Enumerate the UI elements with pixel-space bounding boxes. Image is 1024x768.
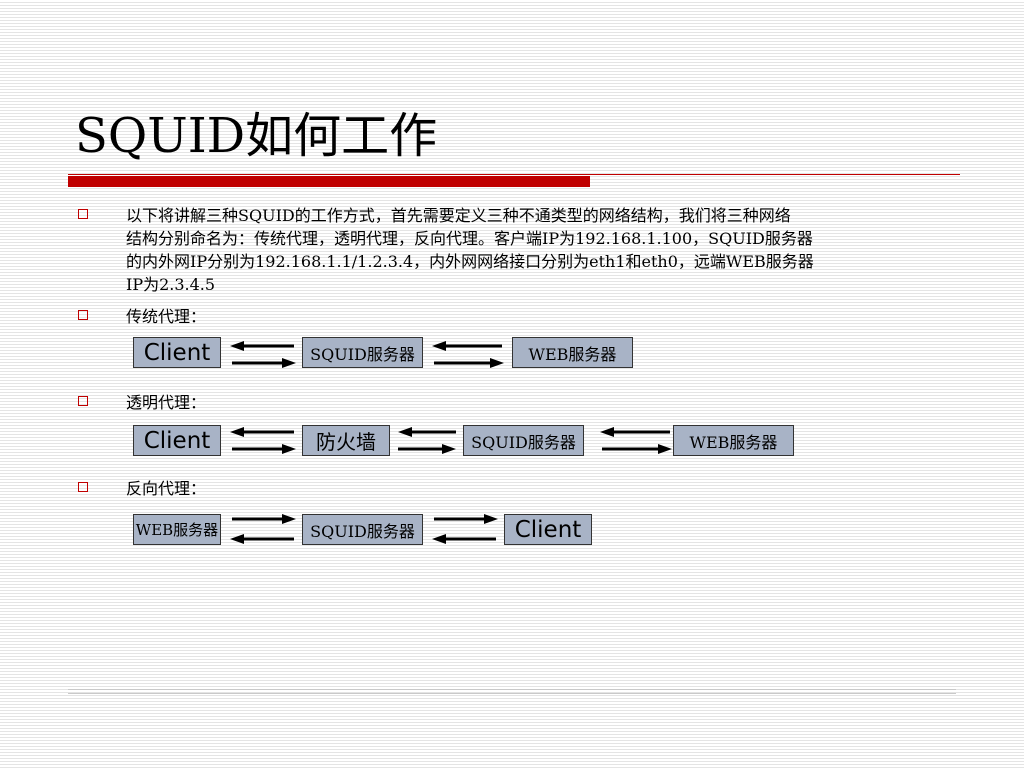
node-web-server: WEB服务器 [673, 425, 794, 456]
intro-line: IP为2.3.4.5 [126, 275, 216, 294]
bullet-square-icon [78, 310, 88, 320]
intro-line: 的内外网IP分别为192.168.1.1/1.2.3.4，内外网网络接口分别为e… [126, 252, 814, 271]
node-client: Client [133, 337, 221, 368]
node-squid-server: SQUID服务器 [463, 425, 584, 456]
bidirectional-arrows-icon [398, 427, 456, 454]
node-squid-server: SQUID服务器 [302, 337, 423, 368]
node-client: Client [133, 425, 221, 456]
bidirectional-arrows-icon [432, 341, 504, 368]
title-underline-thick [68, 176, 590, 187]
intro-paragraph: 以下将讲解三种SQUID的工作方式，首先需要定义三种不通类型的网络结构，我们将三… [126, 204, 946, 296]
bidirectional-arrows-icon [230, 427, 296, 454]
intro-line: 以下将讲解三种SQUID的工作方式，首先需要定义三种不通类型的网络结构，我们将三… [126, 206, 791, 225]
bidirectional-arrows-icon [432, 514, 498, 544]
slide-title: SQUID如何工作 [75, 108, 438, 164]
node-web-server: WEB服务器 [512, 337, 633, 368]
intro-line: 结构分别命名为：传统代理，透明代理，反向代理。客户端IP为192.168.1.1… [126, 229, 813, 248]
section-label-traditional: 传统代理： [126, 307, 207, 326]
bullet-square-icon [78, 482, 88, 492]
section-label-reverse: 反向代理： [126, 479, 207, 498]
footer-divider [68, 689, 956, 690]
bidirectional-arrows-icon [600, 427, 672, 454]
bullet-square-icon [78, 396, 88, 406]
footer-divider [68, 693, 956, 694]
bidirectional-arrows-icon [230, 514, 296, 544]
node-client: Client [504, 514, 592, 545]
bidirectional-arrows-icon [230, 341, 296, 368]
node-web-server: WEB服务器 [133, 514, 221, 545]
bullet-square-icon [78, 209, 88, 219]
section-label-transparent: 透明代理： [126, 393, 207, 412]
node-firewall: 防火墙 [302, 425, 390, 456]
title-underline-thin [68, 174, 960, 175]
node-squid-server: SQUID服务器 [302, 514, 423, 545]
